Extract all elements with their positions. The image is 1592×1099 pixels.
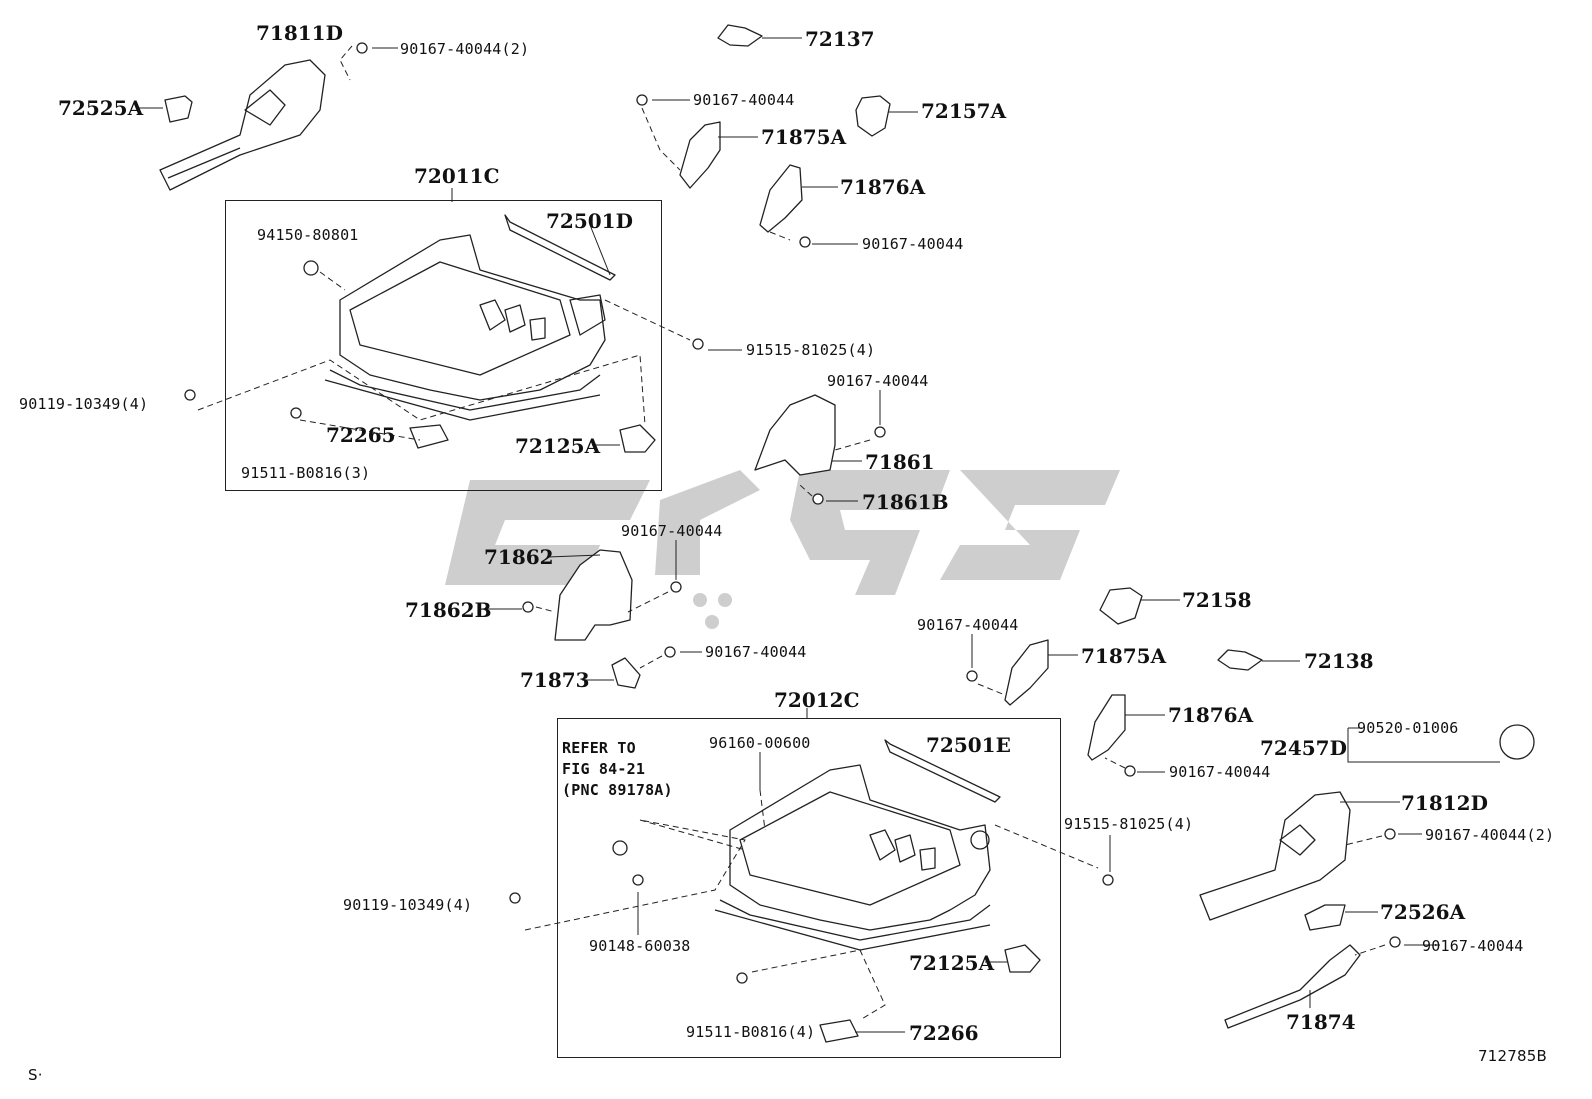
label-72157a: 72157A bbox=[921, 99, 1007, 123]
label-72266: 72266 bbox=[909, 1021, 979, 1045]
label-90167-40044-d: 90167-40044 bbox=[621, 522, 723, 540]
label-94150-80801: 94150-80801 bbox=[257, 226, 359, 244]
label-71812d: 71812D bbox=[1401, 791, 1488, 815]
label-71873: 71873 bbox=[520, 668, 590, 692]
part-72265-shape bbox=[409, 424, 449, 449]
part-71874-shape bbox=[1224, 944, 1361, 1029]
label-91515-81025-4-bot: 91515-81025(4) bbox=[1064, 815, 1194, 833]
part-71812d-shape bbox=[1199, 791, 1351, 921]
label-91511-b0816-3: 91511-B0816(3) bbox=[241, 464, 371, 482]
part-72501e-shape bbox=[884, 739, 1001, 803]
label-90167-40044-2-bot: 90167-40044(2) bbox=[1425, 826, 1555, 844]
label-72501d: 72501D bbox=[546, 209, 633, 233]
label-72526a: 72526A bbox=[1380, 900, 1466, 924]
diagram-id: 712785B bbox=[1478, 1047, 1547, 1065]
label-71875a-top: 71875A bbox=[761, 125, 847, 149]
part-72125a-bot-shape bbox=[1004, 944, 1041, 973]
label-72265: 72265 bbox=[326, 423, 396, 447]
note-line-3: (PNC 89178A) bbox=[562, 781, 673, 799]
part-71876a-bot-shape bbox=[1087, 694, 1126, 761]
label-91515-81025-4-top: 91515-81025(4) bbox=[746, 341, 876, 359]
label-71875a-bot: 71875A bbox=[1081, 644, 1167, 668]
label-71862b: 71862B bbox=[405, 598, 492, 622]
label-90167-40044-c: 90167-40044 bbox=[827, 372, 929, 390]
part-72526a-shape bbox=[1304, 904, 1346, 931]
label-71861: 71861 bbox=[865, 450, 935, 474]
part-71875a-bot-shape bbox=[1004, 639, 1049, 706]
label-71874: 71874 bbox=[1286, 1010, 1356, 1034]
label-72125a-top: 72125A bbox=[515, 434, 601, 458]
part-71873-shape bbox=[611, 657, 641, 689]
corner-mark: S· bbox=[28, 1066, 43, 1084]
part-71862-shape bbox=[554, 549, 633, 641]
part-71875a-top-shape bbox=[679, 121, 721, 189]
label-71876a-bot: 71876A bbox=[1168, 703, 1254, 727]
part-72525a-shape bbox=[164, 95, 193, 123]
leader-lines bbox=[136, 37, 1500, 1033]
label-90119-10349-4-top: 90119-10349(4) bbox=[19, 395, 149, 413]
label-72501e: 72501E bbox=[926, 733, 1011, 757]
label-90520-01006: 90520-01006 bbox=[1357, 719, 1459, 737]
label-91511-b0816-4: 91511-B0816(4) bbox=[686, 1023, 816, 1041]
part-72125a-top-shape bbox=[619, 424, 656, 453]
label-71811d: 71811D bbox=[256, 21, 343, 45]
note-line-2: FIG 84-21 bbox=[562, 760, 646, 778]
label-71861b: 71861B bbox=[862, 490, 949, 514]
label-72138: 72138 bbox=[1304, 649, 1374, 673]
part-72158-shape bbox=[1099, 587, 1143, 625]
label-group-upper: 72011C bbox=[414, 164, 500, 188]
label-71876a-top: 71876A bbox=[840, 175, 926, 199]
label-72158: 72158 bbox=[1182, 588, 1252, 612]
dashed-lines bbox=[197, 45, 1386, 1021]
part-72266-shape bbox=[819, 1019, 859, 1043]
part-72138-shape bbox=[1217, 649, 1263, 671]
label-90167-40044-a: 90167-40044 bbox=[693, 91, 795, 109]
part-72501d-shape bbox=[504, 214, 616, 281]
label-72125a-bot: 72125A bbox=[909, 951, 995, 975]
note-line-1: REFER TO bbox=[562, 739, 636, 757]
label-90167-40044-b: 90167-40044 bbox=[862, 235, 964, 253]
fasteners bbox=[184, 42, 1401, 984]
label-72137: 72137 bbox=[805, 27, 875, 51]
label-90167-40044-g: 90167-40044 bbox=[1169, 763, 1271, 781]
label-90167-40044-e: 90167-40044 bbox=[705, 643, 807, 661]
part-72457d-knob-shape bbox=[1499, 724, 1535, 760]
part-72137-shape bbox=[717, 24, 763, 47]
label-90167-40044-2-top: 90167-40044(2) bbox=[400, 40, 530, 58]
label-72457d: 72457D bbox=[1260, 736, 1347, 760]
group-box-lower bbox=[557, 718, 1061, 1058]
label-90167-40044-f: 90167-40044 bbox=[917, 616, 1019, 634]
label-71862: 71862 bbox=[484, 545, 554, 569]
part-71876a-top-shape bbox=[759, 164, 803, 233]
part-71811d-shape bbox=[159, 59, 326, 191]
part-72157a-shape bbox=[855, 95, 891, 137]
label-90119-10349-4-bot: 90119-10349(4) bbox=[343, 896, 473, 914]
brand-logo-watermark bbox=[445, 470, 1120, 629]
label-90148-60038: 90148-60038 bbox=[589, 937, 691, 955]
label-72525a: 72525A bbox=[58, 96, 144, 120]
label-96160-00600: 96160-00600 bbox=[709, 734, 811, 752]
label-group-lower: 72012C bbox=[774, 688, 860, 712]
part-71861-shape bbox=[754, 394, 836, 476]
seat-frame-upper bbox=[324, 234, 606, 421]
group-box-upper bbox=[225, 200, 662, 491]
label-90167-40044-h: 90167-40044 bbox=[1422, 937, 1524, 955]
